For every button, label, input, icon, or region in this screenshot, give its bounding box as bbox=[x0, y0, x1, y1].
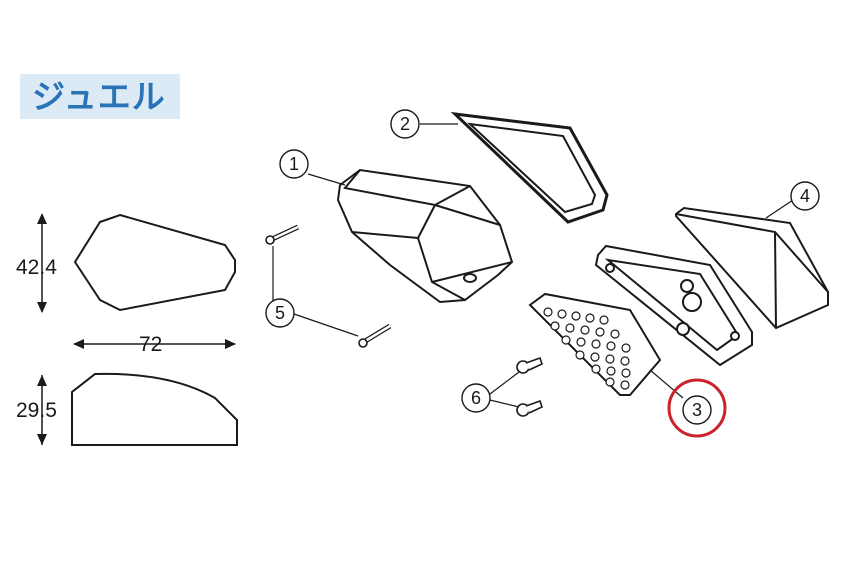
callout-2 bbox=[390, 109, 420, 139]
part-gasket bbox=[450, 111, 609, 224]
led-array bbox=[543, 307, 631, 390]
callout-1 bbox=[279, 149, 309, 179]
dim-height-side: 29.5 bbox=[14, 399, 59, 423]
callout-1-label: 1 bbox=[289, 154, 299, 174]
callout-3 bbox=[682, 395, 712, 425]
part-screws-long bbox=[265, 224, 392, 348]
callout-3-highlight bbox=[667, 378, 727, 438]
part-base-tray bbox=[594, 244, 753, 367]
side-view-outline bbox=[71, 372, 238, 446]
title: ジュエル bbox=[32, 77, 166, 116]
callout-6-label: 6 bbox=[471, 388, 481, 408]
callout-4-label: 4 bbox=[800, 186, 810, 206]
top-view-outline bbox=[73, 213, 236, 312]
part-lens bbox=[675, 206, 829, 330]
callout-5 bbox=[265, 298, 295, 328]
part-housing bbox=[336, 168, 514, 304]
callout-4 bbox=[790, 181, 820, 211]
callout-2-label: 2 bbox=[400, 114, 410, 134]
callout-6 bbox=[461, 383, 491, 413]
dim-height-top: 42.4 bbox=[14, 256, 59, 280]
title-background bbox=[20, 74, 180, 119]
part-screws-short bbox=[516, 356, 543, 417]
callout-5-label: 5 bbox=[275, 303, 285, 323]
callout-3-label: 3 bbox=[692, 400, 702, 420]
